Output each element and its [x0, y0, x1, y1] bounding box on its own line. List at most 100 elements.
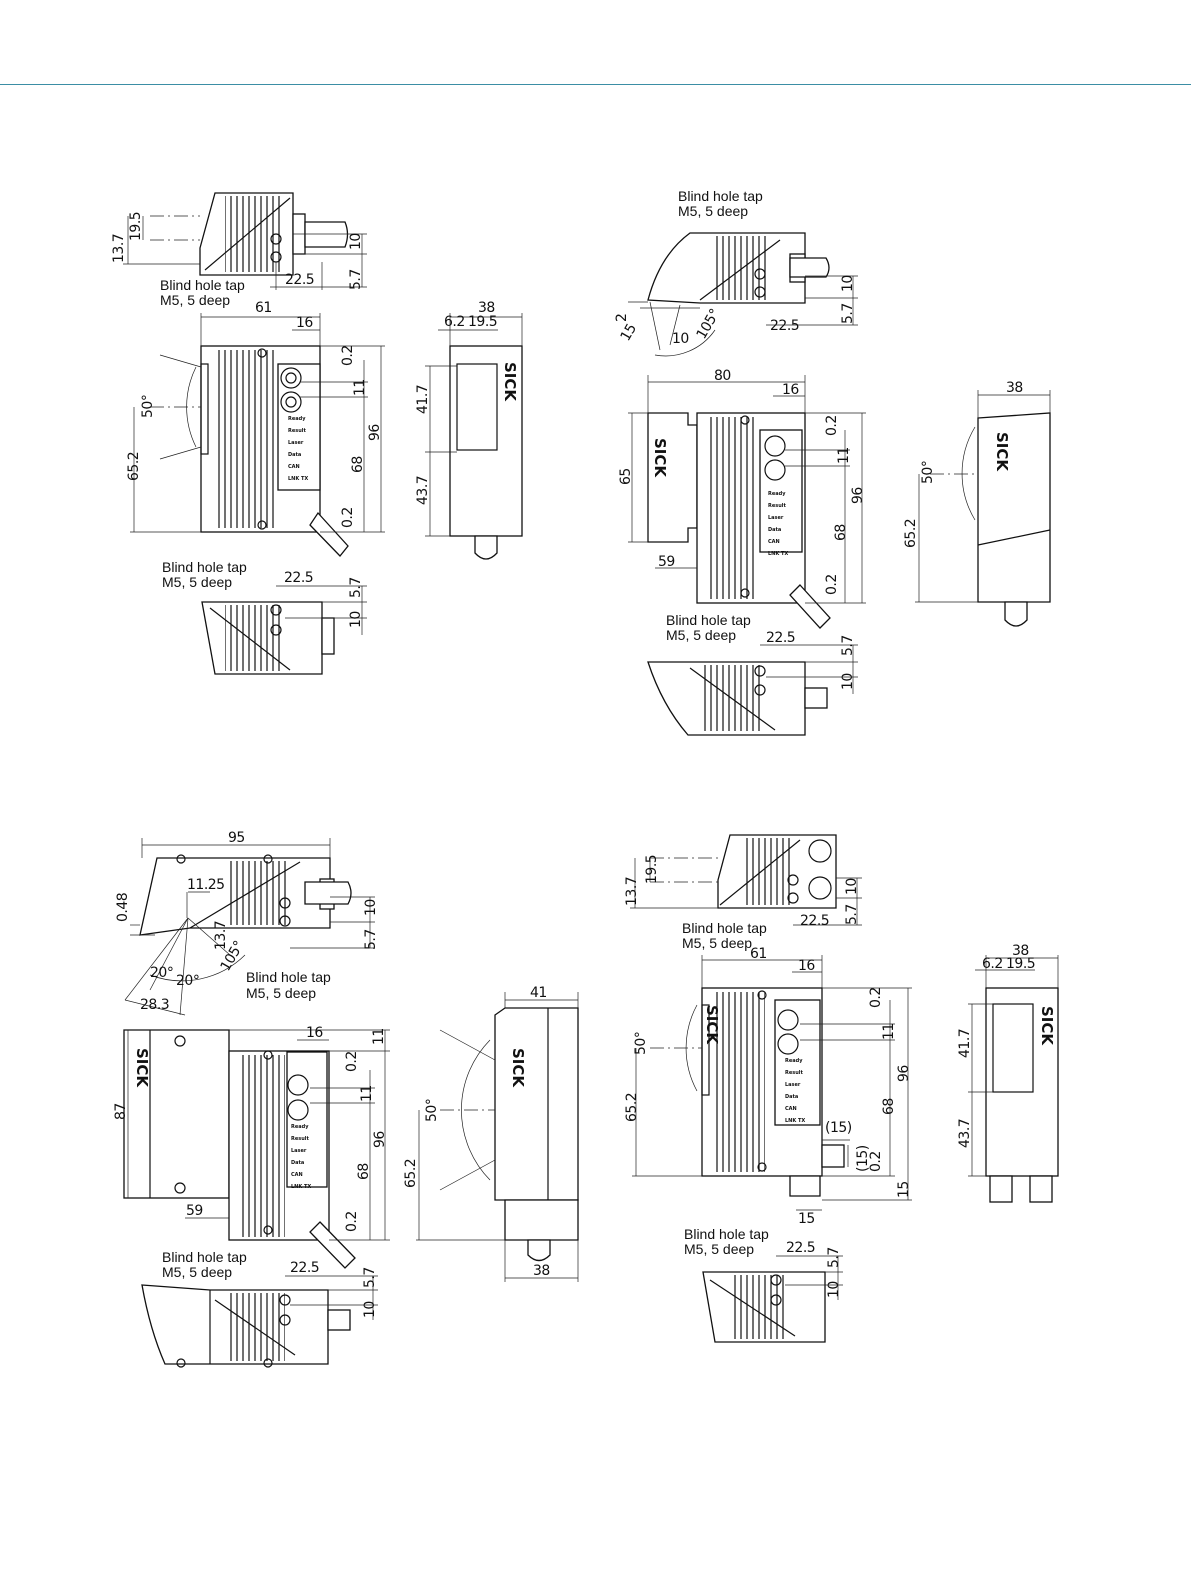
dim-22-5-m: 22.5	[770, 318, 799, 334]
side-view-oscillating: SICK 41 38 50° 65.2	[403, 985, 579, 1282]
header-rule	[0, 84, 1191, 85]
connector-icon	[808, 839, 832, 863]
top-view-connector: 13.7 19.5 10 5.7 22.5 Blind hole tap M5,…	[624, 834, 862, 951]
brand-logo: SICK	[501, 362, 519, 402]
dim-11-m: 11	[836, 447, 852, 464]
svg-text:Result: Result	[785, 1070, 803, 1076]
dim-68-c: 68	[881, 1098, 897, 1115]
dim-10-cb: 10	[826, 1281, 842, 1298]
note-m5-deep-mb: M5, 5 deep	[666, 627, 736, 643]
dim-2: 2	[614, 314, 630, 322]
dim-41-7-c: 41.7	[957, 1029, 973, 1058]
dim-11-c: 11	[881, 1023, 897, 1040]
dim-95: 95	[228, 830, 245, 846]
dim-38-m: 38	[1006, 380, 1023, 396]
dim-38-o: 38	[533, 1263, 550, 1279]
side-view: SICK 38 6.2 19.5 41.7 43.7	[415, 300, 523, 560]
dim-22-5-ob: 22.5	[290, 1260, 319, 1276]
dim-paren-15-b: (15)	[855, 1145, 871, 1172]
drawing-bottom-left: 95 0.48 11.25 13.7 105° 20° 20° 28.3 10 …	[113, 830, 579, 1368]
note-blind-hole-o: Blind hole tap	[246, 969, 331, 985]
dim-paren-15-a: (15)	[825, 1120, 852, 1136]
dim-11: 11	[352, 379, 368, 396]
dim-15-c2: 15	[798, 1211, 815, 1227]
dim-22-5: 22.5	[285, 272, 314, 288]
dim-61: 61	[255, 300, 272, 316]
dim-5-7-mb: 5.7	[840, 635, 856, 656]
dim-22-5-cb: 22.5	[786, 1240, 815, 1256]
dim-10: 10	[348, 233, 364, 250]
svg-text:Ready: Ready	[785, 1058, 803, 1064]
note-blind-hole-ob: Blind hole tap	[162, 1249, 247, 1265]
dim-59: 59	[658, 554, 675, 570]
dim-11-o: 11	[359, 1085, 375, 1102]
brand-logo-mirror: SICK	[651, 438, 669, 478]
svg-text:LNK TX: LNK TX	[291, 1184, 311, 1190]
svg-text:Ready: Ready	[768, 491, 786, 497]
dim-50-c: 50°	[633, 1032, 649, 1055]
svg-text:Data: Data	[785, 1094, 798, 1100]
note-m5-deep-o: M5, 5 deep	[246, 985, 316, 1001]
side-view-mirror: SICK 38 50° 65.2	[903, 380, 1051, 627]
dim-10-m: 10	[672, 331, 689, 347]
top-view: 13.7 19.5 10 5.7 22.5 Blind hole tap M5,…	[111, 192, 367, 308]
brand-logo-osc-side: SICK	[509, 1048, 527, 1088]
dim-96-c: 96	[896, 1065, 912, 1082]
dim-65: 65	[618, 468, 634, 485]
dim-68-o: 68	[356, 1163, 372, 1180]
dim-15: 15	[618, 321, 640, 344]
svg-text:LNK TX: LNK TX	[288, 476, 308, 482]
dim-11-25: 11.25	[187, 877, 225, 893]
dim-16-m: 16	[782, 382, 799, 398]
dim-5-7-cb: 5.7	[826, 1247, 842, 1268]
dim-43-7-c: 43.7	[957, 1119, 973, 1148]
dim-50-m: 50°	[920, 461, 936, 484]
dim-5-7: 5.7	[348, 269, 364, 290]
dim-28-3: 28.3	[140, 997, 169, 1013]
svg-text:Data: Data	[288, 452, 301, 458]
bottom-view-connector: 22.5 5.7 10 Blind hole tap M5, 5 deep	[684, 1226, 843, 1343]
dim-50-o: 50°	[424, 1099, 440, 1122]
brand-logo-conn-side: SICK	[1038, 1006, 1056, 1046]
dim-5-7-m: 5.7	[840, 303, 856, 324]
svg-text:LNK TX: LNK TX	[785, 1118, 805, 1124]
note-m5-deep-m: M5, 5 deep	[678, 203, 748, 219]
dim-20-a: 20°	[150, 965, 173, 981]
svg-text:CAN: CAN	[291, 1172, 303, 1178]
dim-61-c: 61	[750, 946, 767, 962]
svg-text:CAN: CAN	[768, 539, 780, 545]
dim-0-2-m2: 0.2	[824, 574, 840, 595]
dim-10-c: 10	[844, 878, 860, 895]
dim-65-2-o: 65.2	[403, 1159, 419, 1188]
dim-0-2-c2: 0.2	[868, 1151, 884, 1172]
svg-text:Result: Result	[291, 1136, 309, 1142]
dim-10-m2: 10	[840, 275, 856, 292]
dim-22-5-c: 22.5	[800, 913, 829, 929]
dim-10-ob: 10	[362, 1301, 378, 1318]
svg-text:Laser: Laser	[768, 515, 784, 521]
dim-16: 16	[296, 315, 313, 331]
dim-22-5-b: 22.5	[284, 570, 313, 586]
top-view-oscillating: 95 0.48 11.25 13.7 105° 20° 20° 28.3 10 …	[115, 830, 379, 1016]
top-view-mirror: 2 15 10 105° 22.5 10 5.7 Blind hole tap …	[614, 188, 858, 357]
mounting-screw-icon	[821, 1144, 845, 1168]
dim-0-2-o2: 0.2	[344, 1211, 360, 1232]
dim-41-7: 41.7	[415, 385, 431, 414]
dim-50-deg: 50°	[140, 395, 156, 418]
dim-10-b: 10	[348, 611, 364, 628]
dim-68: 68	[350, 456, 366, 473]
note-blind-hole-mb: Blind hole tap	[666, 612, 751, 628]
dim-10-o: 10	[363, 899, 379, 916]
dim-22-5-mb: 22.5	[766, 630, 795, 646]
note-blind-hole-c: Blind hole tap	[682, 920, 767, 936]
bottom-view-oscillating: 22.5 5.7 10 Blind hole tap M5, 5 deep	[141, 1249, 378, 1368]
svg-text:Data: Data	[291, 1160, 304, 1166]
svg-text:Result: Result	[288, 428, 306, 434]
dim-96: 96	[367, 424, 383, 441]
dim-19-5-side: 19.5	[468, 314, 497, 330]
dim-38-c: 38	[1012, 943, 1029, 959]
note-m5-deep: M5, 5 deep	[160, 292, 230, 308]
svg-text:Result: Result	[768, 503, 786, 509]
